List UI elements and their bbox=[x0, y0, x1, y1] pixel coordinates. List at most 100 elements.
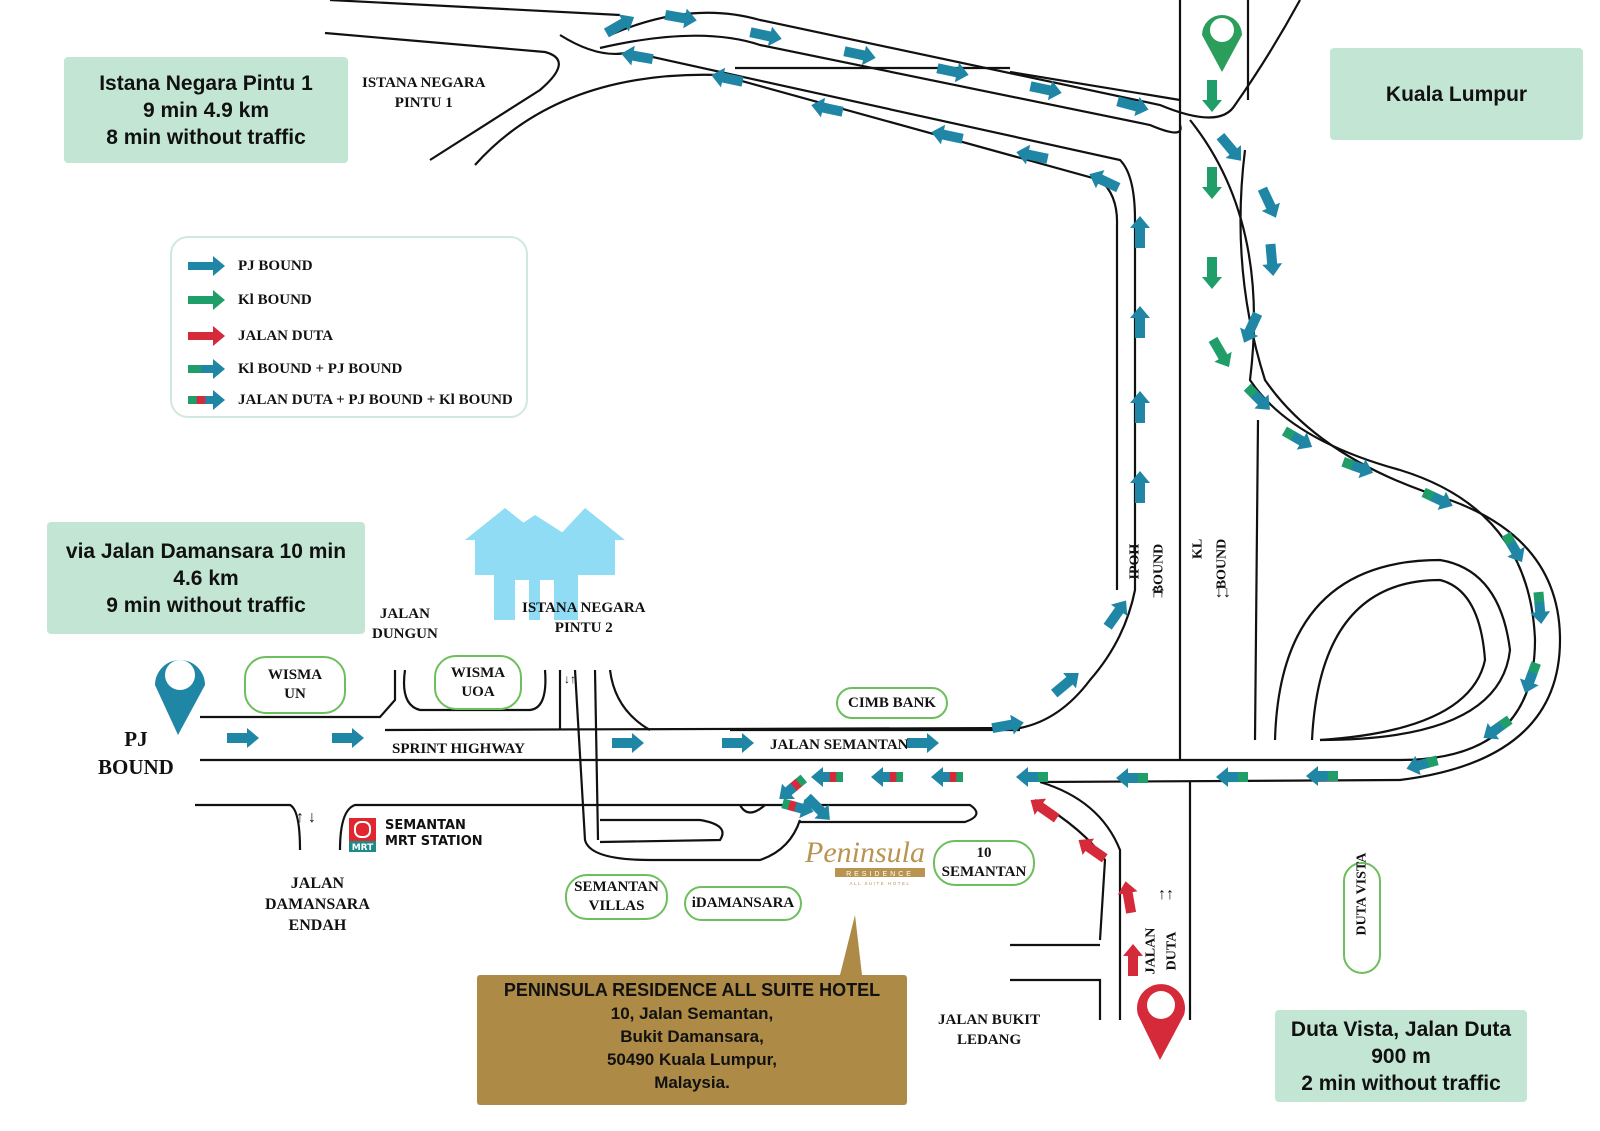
combined-bound-arrow bbox=[871, 767, 903, 787]
kl-pj-bound-arrow bbox=[1501, 531, 1525, 563]
info-time: 8 min without traffic bbox=[106, 125, 306, 149]
pj-bound-arrow bbox=[1103, 600, 1128, 630]
pj-bound-arrow bbox=[612, 733, 644, 753]
hotel-address-line: Bukit Damansara, bbox=[620, 1027, 764, 1046]
pj-bound-pin-icon bbox=[155, 660, 205, 735]
hotel-callout-pointer bbox=[840, 915, 862, 975]
svg-text:ALL SUITE HOTEL: ALL SUITE HOTEL bbox=[849, 881, 910, 886]
pj-bound-arrow bbox=[1089, 170, 1121, 193]
kl-pj-bound-arrow bbox=[1016, 767, 1048, 787]
pj-bound-arrow bbox=[722, 733, 754, 753]
legend-item: JALAN DUTA bbox=[186, 324, 333, 348]
pj-bound-arrow bbox=[803, 793, 830, 820]
combined-bound-arrow bbox=[779, 774, 808, 799]
peninsula-residence-logo: Peninsula RESIDENCE ALL SUITE HOTEL bbox=[805, 836, 925, 886]
kl-pj-bound-arrow bbox=[1116, 768, 1148, 788]
jalan-duta-pin-icon bbox=[1137, 984, 1185, 1060]
hotel-address-box: PENINSULA RESIDENCE ALL SUITE HOTEL 10, … bbox=[477, 975, 907, 1105]
traffic-arrows bbox=[227, 8, 1551, 976]
road-lines bbox=[195, 0, 1562, 1020]
kl-pj-bound-arrow bbox=[1306, 766, 1338, 786]
legend-item: JALAN DUTA + PJ BOUND + Kl BOUND bbox=[186, 388, 513, 412]
combined-bound-arrow bbox=[781, 798, 814, 819]
landmark-cimb-bank: CIMB BANK bbox=[836, 687, 948, 719]
pj-bound-arrow bbox=[603, 14, 635, 38]
info-title: Duta Vista, Jalan Duta bbox=[1290, 1017, 1512, 1041]
pj-bound-arrow bbox=[907, 733, 939, 753]
info-time: 9 min without traffic bbox=[106, 593, 306, 617]
svg-text:RESIDENCE: RESIDENCE bbox=[846, 871, 914, 878]
info-title: via Jalan Damansara 10 min bbox=[65, 539, 347, 563]
pj-bound-arrow bbox=[991, 714, 1024, 735]
map-legend: PJ BOUND Kl BOUND JALAN DUTA Kl BOUND + … bbox=[170, 236, 528, 418]
kl-pj-bound-arrow bbox=[1281, 426, 1313, 450]
pj-bound-arrow bbox=[1130, 216, 1150, 248]
mrt-badge-text: MRT bbox=[352, 843, 374, 852]
jalan-duta-arrow-icon bbox=[188, 326, 225, 346]
pj-bound-arrow bbox=[1130, 471, 1150, 503]
kl-pj-bound-arrow bbox=[1421, 487, 1453, 510]
jalan-duta-arrow bbox=[1123, 944, 1143, 976]
kl-pj-bound-arrow bbox=[1216, 767, 1248, 787]
pj-bound-arrow bbox=[1130, 306, 1150, 338]
pintu2-direction-arrows: ↓↑ bbox=[564, 672, 576, 686]
info-title: Istana Negara Pintu 1 bbox=[99, 71, 313, 95]
kl-direction-arrows: ↓↓ bbox=[1215, 584, 1231, 601]
pj-bound-arrow bbox=[1257, 186, 1280, 218]
pj-bound-arrow bbox=[1016, 144, 1049, 165]
label-sprint-highway: SPRINT HIGHWAY bbox=[392, 741, 525, 757]
info-distance: 900 m bbox=[1371, 1044, 1431, 1068]
kl-bound-arrow bbox=[1202, 80, 1222, 112]
pj-bound-arrow-icon bbox=[188, 256, 225, 276]
hotel-address-line: 50490 Kuala Lumpur, bbox=[606, 1050, 778, 1069]
pj-bound-arrow bbox=[332, 728, 364, 748]
pj-bound-arrow bbox=[749, 26, 782, 47]
jalan-duta-arrow bbox=[1117, 881, 1138, 914]
kl-bound-arrow bbox=[1208, 336, 1232, 368]
pj-bound-arrow bbox=[621, 45, 654, 66]
kl-pj-bound-arrow bbox=[1530, 591, 1551, 624]
pj-bound-arrow bbox=[936, 62, 969, 83]
pj-bound-arrow bbox=[1262, 243, 1283, 276]
combined-bound-arrow bbox=[811, 767, 843, 787]
hotel-address-line: Malaysia. bbox=[654, 1073, 730, 1092]
pj-bound-arrow bbox=[711, 67, 744, 88]
svg-text:Peninsula: Peninsula bbox=[805, 836, 925, 869]
duta-direction-arrows: ↑↑ bbox=[1158, 886, 1174, 903]
pj-bound-arrow bbox=[1216, 132, 1241, 161]
info-distance: 4.6 km bbox=[173, 566, 239, 590]
combined-arrow-icon bbox=[188, 390, 225, 410]
landmark-duta-vista: DUTA VISTA bbox=[1343, 852, 1381, 974]
kl-bound-arrow-icon bbox=[188, 290, 225, 310]
kl-pj-bound-arrow bbox=[1341, 457, 1374, 479]
pj-bound-arrow bbox=[1116, 96, 1149, 117]
hotel-address-line: 10, Jalan Semantan, bbox=[610, 1004, 774, 1023]
home-icon bbox=[465, 508, 625, 620]
pj-bound-arrow bbox=[1029, 80, 1062, 101]
duta-vista-info-box: Duta Vista, Jalan Duta 900 m 2 min witho… bbox=[1275, 1010, 1527, 1102]
landmark-idamansara: iDAMANSARA bbox=[684, 886, 802, 921]
kl-bound-arrow bbox=[1202, 257, 1222, 289]
jalan-duta-arrow bbox=[1030, 798, 1060, 823]
info-title: Kuala Lumpur bbox=[1385, 82, 1528, 106]
info-time: 2 min without traffic bbox=[1301, 1071, 1501, 1095]
pj-bound-arrow bbox=[1130, 391, 1150, 423]
jalan-duta-arrow bbox=[1078, 838, 1108, 863]
istana-pintu1-info-box: Istana Negara Pintu 1 9 min 4.9 km 8 min… bbox=[64, 57, 348, 163]
kl-bound-arrow bbox=[1202, 167, 1222, 199]
pj-bound-arrow bbox=[1050, 673, 1079, 698]
pj-bound-arrow bbox=[1240, 311, 1263, 343]
label-jalan-semantan: JALAN SEMANTAN bbox=[770, 737, 909, 753]
